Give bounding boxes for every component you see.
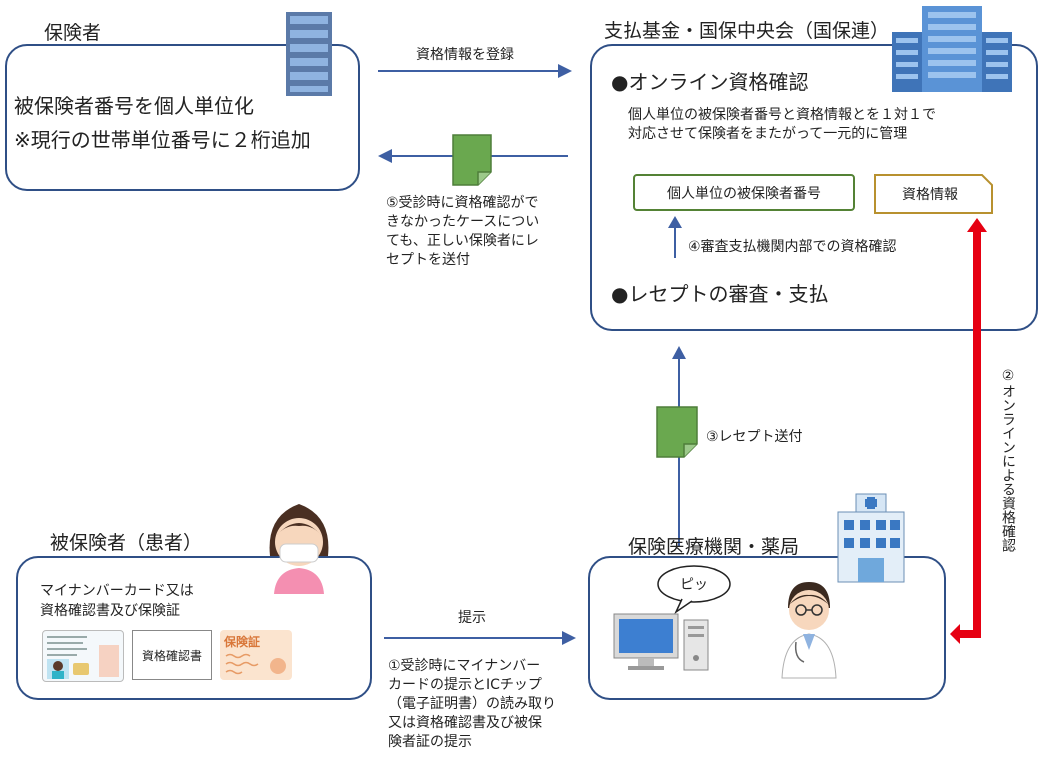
patient-line2: 資格確認書及び保険証 [40, 603, 180, 619]
register-arrowhead [558, 64, 572, 78]
beep-text: ピッ [680, 577, 708, 593]
present-arrowhead [562, 631, 576, 645]
register-arrow [378, 70, 560, 72]
insurer-title: 保険者 [44, 22, 102, 44]
qualification-cert-label: 資格確認書 [141, 648, 202, 663]
doctor-icon [776, 578, 842, 679]
register-label: 資格情報を登録 [416, 47, 514, 63]
receipt-send-arrowhead [672, 346, 686, 359]
office-building-icon [284, 10, 334, 98]
return-arrowhead [378, 149, 392, 163]
step3-label: ③レセプト送付 [706, 429, 803, 445]
fund-title: 支払基金・国保中央会（国保連） [604, 20, 890, 42]
present-arrow [384, 637, 564, 639]
step5-line3: ても、正しい保険者にレ [386, 233, 539, 249]
large-building-icon [892, 4, 1012, 94]
qualification-label: 資格情報 [902, 187, 958, 203]
online-heading: ●オンライン資格確認 [611, 70, 809, 94]
online-desc-line2: 対応させて保険者をまたがって一元的に管理 [628, 126, 908, 142]
mynumber-card-icon [42, 630, 124, 682]
present-label: 提示 [458, 610, 486, 626]
hospital-building-icon [836, 493, 906, 584]
beep-speech-bubble: ピッ [656, 564, 734, 615]
step2-label: ②オンラインによる資格確認 [1000, 368, 1016, 552]
step5-line4: セプトを送付 [386, 252, 470, 268]
step5-line1: ⑤受診時に資格確認がで [386, 195, 539, 211]
patient-with-mask-icon [262, 496, 336, 594]
step1-line5: 険者証の提示 [388, 734, 472, 750]
qualification-box: 資格情報 [874, 174, 994, 214]
insurer-line1: 被保険者番号を個人単位化 [14, 94, 254, 118]
internal-check-label: ④審査支払機関内部での資格確認 [688, 239, 897, 255]
online-check-red-arrow [950, 218, 990, 648]
internal-check-arrowhead [668, 216, 682, 228]
receipt-heading: ●レセプトの審査・支払 [611, 282, 829, 306]
step1-line3: （電子証明書）の読み取り [388, 696, 556, 712]
insurance-card-icon: 保険証 [220, 630, 292, 680]
online-desc-line1: 個人単位の被保険者番号と資格情報とを１対１で [628, 107, 936, 123]
qualification-cert-card: 資格確認書 [132, 630, 212, 680]
personal-number-label: 個人単位の被保険者番号 [667, 185, 821, 202]
patient-title: 被保険者（患者） [50, 532, 203, 554]
step1-line1: ①受診時にマイナンバー [388, 658, 541, 674]
patient-line1: マイナンバーカード又は [40, 583, 194, 599]
step1-line2: カードの提示とICチップ [388, 677, 542, 693]
receipt-document-icon [452, 134, 492, 186]
hospital-title: 保険医療機関・薬局 [628, 536, 800, 558]
insurance-card-label: 保険証 [224, 635, 261, 649]
step5-line2: きなかったケースについ [386, 214, 540, 230]
personal-number-box: 個人単位の被保険者番号 [633, 174, 855, 211]
receipt-send-document-icon [656, 406, 698, 458]
internal-check-arrow [674, 226, 676, 258]
insurer-line2: ※現行の世帯単位番号に２桁追加 [14, 128, 311, 152]
step1-line4: 又は資格確認書及び被保 [388, 715, 542, 731]
computer-terminal-icon [612, 612, 712, 674]
